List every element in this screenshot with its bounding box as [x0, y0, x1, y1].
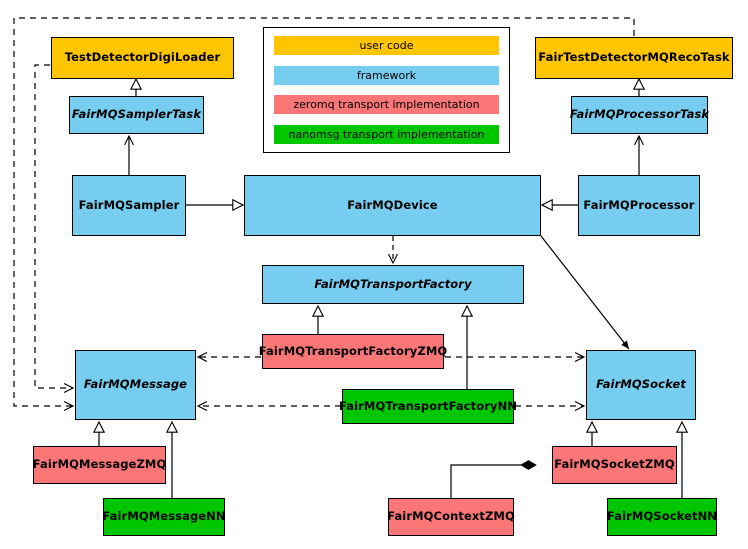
class-node-fairmqsampler[interactable]: FairMQSampler [72, 175, 186, 236]
class-node-label: TestDetectorDigiLoader [64, 50, 221, 65]
class-node-testdetectordigiloader[interactable]: TestDetectorDigiLoader [51, 37, 234, 79]
class-node-label: FairMQSocket [596, 377, 686, 392]
class-node-fairmqcontextzmq[interactable]: FairMQContextZMQ [387, 498, 515, 536]
class-node-fairmqsocket[interactable]: FairMQSocket [586, 350, 696, 420]
legend-item-label: user code [359, 39, 414, 52]
legend-item-label: framework [356, 68, 417, 82]
legend-item-user-code: user code [274, 36, 499, 55]
legend-item-zeromq: zeromq transport implementation [274, 95, 499, 115]
legend: user code framework zeromq transport imp… [263, 27, 510, 153]
class-node-fairmqdevice[interactable]: FairMQDevice [244, 175, 541, 236]
class-node-label: FairMQMessageNN [102, 509, 226, 524]
legend-item-nanomsg: nanomsg transport implementation [274, 124, 499, 144]
class-node-label: FairMQSamplerTask [71, 107, 202, 122]
class-node-label: FairMQProcessorTask [569, 107, 710, 122]
class-node-label: FairMQContextZMQ [387, 509, 515, 524]
class-node-label: FairMQTransportFactoryZMQ [258, 343, 448, 358]
edge-contextzmq-to-socketzmq [450, 465, 536, 498]
class-node-label: FairMQMessage [83, 377, 188, 392]
edge-digiloader-to-message [34, 64, 73, 388]
edge-device-to-socket [540, 235, 630, 350]
class-node-fairmqmessagezmq[interactable]: FairMQMessageZMQ [33, 446, 166, 484]
legend-item-framework: framework [274, 65, 499, 85]
class-node-label: FairTestDetectorMQRecoTask [538, 50, 730, 65]
class-node-fairmqtransportfactoryzmq[interactable]: FairMQTransportFactoryZMQ [259, 334, 447, 369]
class-node-fairmqmessagenn[interactable]: FairMQMessageNN [102, 498, 226, 536]
class-node-fairmqmessage[interactable]: FairMQMessage [75, 350, 196, 420]
class-node-label: FairMQTransportFactory [314, 276, 472, 291]
class-node-fairmqsocketnn[interactable]: FairMQSocketNN [607, 498, 717, 536]
class-node-fairtestdetectormqrecotask[interactable]: FairTestDetectorMQRecoTask [535, 37, 733, 79]
class-node-label: FairMQSocketZMQ [554, 457, 675, 472]
class-node-fairmqprocessor[interactable]: FairMQProcessor [578, 175, 700, 236]
class-node-fairmqtransportfactory[interactable]: FairMQTransportFactory [262, 265, 524, 304]
class-node-label: FairMQMessageZMQ [32, 457, 167, 472]
class-node-label: FairMQSocketNN [606, 509, 718, 524]
class-node-fairmqprocessortask[interactable]: FairMQProcessorTask [569, 96, 710, 134]
class-node-fairmqtransportfactorynn[interactable]: FairMQTransportFactoryNN [338, 389, 518, 424]
class-node-label: FairMQProcessor [583, 197, 695, 212]
legend-item-label: zeromq transport implementation [293, 98, 480, 112]
class-node-label: FairMQSampler [78, 197, 180, 212]
class-node-fairmqsocketzmq[interactable]: FairMQSocketZMQ [552, 446, 677, 484]
class-node-label: FairMQDevice [347, 197, 438, 212]
class-node-fairmqsamplertask[interactable]: FairMQSamplerTask [69, 96, 204, 134]
legend-item-label: nanomsg transport implementation [288, 127, 485, 141]
class-node-label: FairMQTransportFactoryNN [338, 398, 518, 413]
